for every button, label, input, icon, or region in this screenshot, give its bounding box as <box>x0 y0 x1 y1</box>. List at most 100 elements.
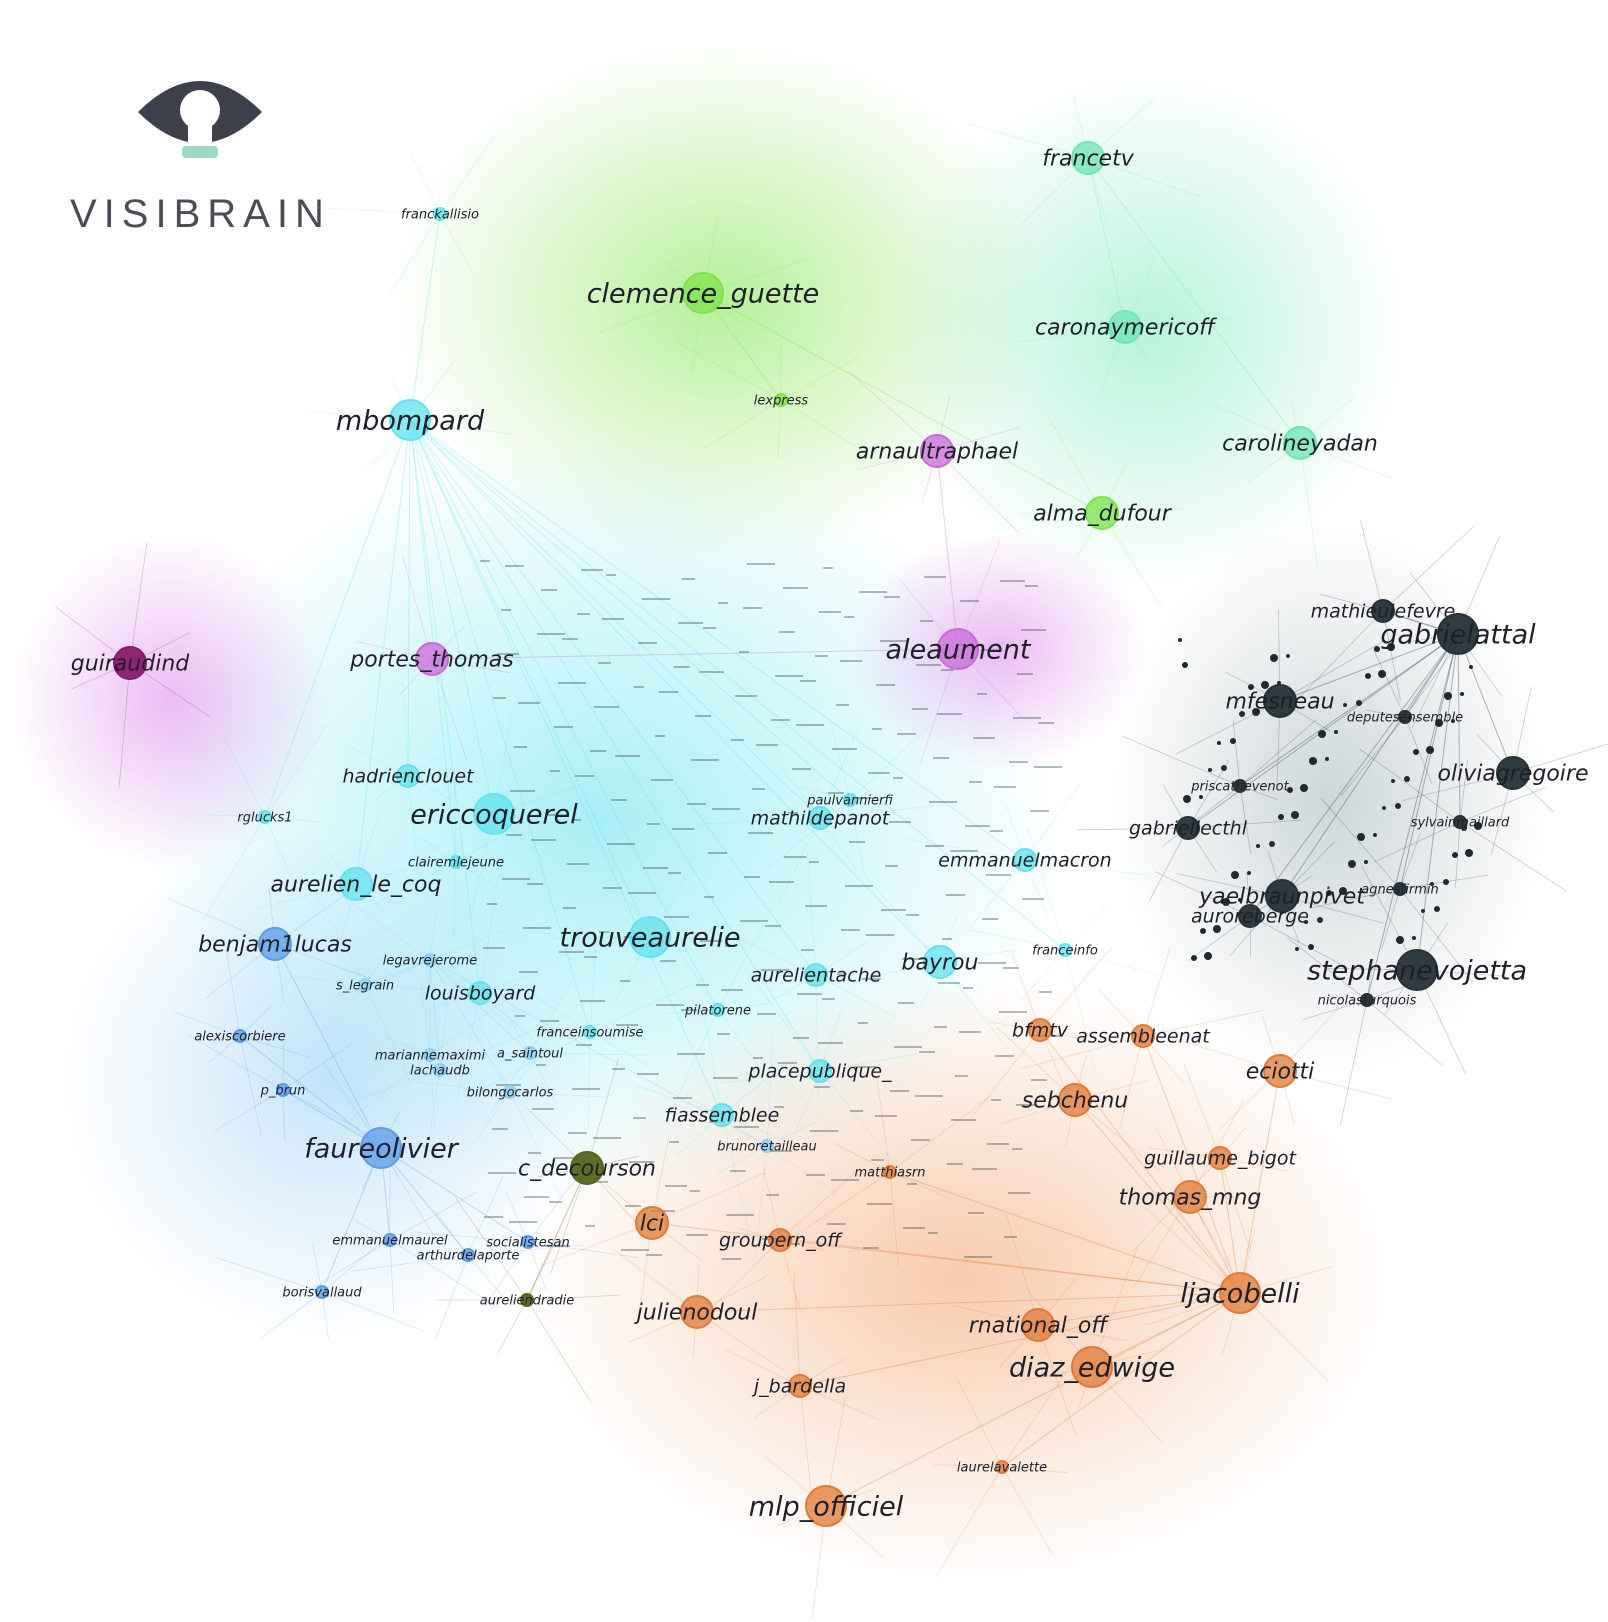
minor-node <box>1434 906 1440 912</box>
node-circle <box>1131 1024 1155 1048</box>
minor-node <box>549 1201 562 1203</box>
minor-node <box>546 814 568 816</box>
node-circle <box>1238 904 1262 928</box>
node-ljacobelli: ljacobelli <box>1180 1272 1300 1314</box>
node-circle <box>1028 1018 1052 1042</box>
minor-node <box>545 1245 570 1247</box>
minor-node <box>1230 738 1236 744</box>
node-label: mlp_officiel <box>749 1491 904 1522</box>
edge <box>1187 819 1302 829</box>
node-label: bayrou <box>902 951 979 976</box>
minor-node <box>628 892 656 894</box>
minor-node <box>1357 833 1365 841</box>
edge <box>439 1029 535 1071</box>
node-circle <box>276 1083 290 1097</box>
minor-node <box>937 713 962 715</box>
minor-node <box>656 1004 684 1006</box>
minor-node <box>1374 646 1380 652</box>
edge <box>819 728 859 819</box>
node-circle <box>937 628 979 670</box>
minor-node <box>822 998 835 1000</box>
edge <box>224 938 241 1037</box>
edge <box>1171 1037 1281 1072</box>
minor-node <box>872 728 882 730</box>
minor-node <box>906 914 919 916</box>
edge <box>1187 760 1230 829</box>
minor-node <box>884 596 900 598</box>
node-circle <box>1085 496 1119 530</box>
node-circle <box>1058 1083 1092 1117</box>
node-rnational_off: rnational_off <box>969 1308 1109 1342</box>
minor-node <box>492 1128 508 1130</box>
edge <box>849 371 938 452</box>
minor-node <box>876 684 895 686</box>
minor-node <box>502 878 530 880</box>
minor-node <box>1404 776 1410 782</box>
minor-node <box>1295 947 1299 951</box>
node-label: bfmtv <box>1012 1020 1069 1042</box>
edge <box>1037 1292 1241 1326</box>
minor-node <box>483 947 505 949</box>
minor-node <box>620 980 630 982</box>
minor-node <box>593 1137 621 1139</box>
minor-node <box>805 905 827 907</box>
node-carolineyadan: carolineyadan <box>1222 426 1378 460</box>
node-sylvainmaillard: sylvainmaillard <box>1411 815 1510 831</box>
node-circle <box>804 963 828 987</box>
node-circle <box>1360 993 1374 1007</box>
node-circle <box>788 1374 812 1398</box>
edge <box>341 743 409 777</box>
node-circle <box>1108 310 1142 344</box>
node-brunoretailleau: brunoretailleau <box>717 1139 817 1155</box>
minor-node <box>893 777 903 779</box>
graph-nodes: franckallisioclemence_guettefrancetvcaro… <box>71 141 1588 1527</box>
node-circle <box>1208 1146 1232 1170</box>
node-circle <box>808 806 832 830</box>
node-label: francetv <box>1042 147 1134 172</box>
minor-node <box>1248 684 1254 690</box>
edge <box>1399 633 1459 890</box>
node-label: placepublique_ <box>747 1061 892 1083</box>
edge <box>429 992 516 1056</box>
edge <box>313 889 366 986</box>
edge <box>409 419 495 815</box>
minor-node <box>968 1212 984 1214</box>
minor-node <box>1443 879 1449 885</box>
minor-node <box>941 669 954 671</box>
edge <box>806 851 817 976</box>
node-nicolasturquois: nicolasturquois <box>1318 993 1417 1009</box>
edge <box>723 1070 821 1084</box>
minor-node <box>487 903 497 905</box>
minor-node <box>757 1013 776 1015</box>
edge <box>529 1052 649 1056</box>
node-eciotti: eciotti <box>1246 1054 1314 1088</box>
minor-node <box>1339 887 1347 895</box>
node-alma_dufour: alma_dufour <box>1033 496 1173 530</box>
brand-name: VISIBRAIN <box>70 192 331 236</box>
minor-node <box>563 907 576 909</box>
edge <box>407 419 411 777</box>
node-label: aleaument <box>886 634 1032 665</box>
edge <box>779 1171 857 1241</box>
edge <box>282 1089 286 1142</box>
edge <box>715 1145 768 1175</box>
node-label: lci <box>640 1212 664 1237</box>
edge <box>313 206 441 215</box>
minor-node <box>919 1051 935 1053</box>
node-circle <box>710 1103 734 1127</box>
minor-node <box>681 1009 697 1011</box>
edge <box>1005 1213 1039 1326</box>
edge <box>1320 797 1401 890</box>
minor-node <box>612 1068 625 1070</box>
minor-node <box>1474 822 1482 830</box>
node-label: alma_dufour <box>1033 502 1173 527</box>
node-circle <box>433 1063 447 1077</box>
minor-node <box>615 755 640 757</box>
edge <box>282 1041 285 1091</box>
edge <box>702 399 782 450</box>
edge <box>651 1222 1241 1294</box>
edge <box>409 419 821 1072</box>
minor-node <box>700 940 722 942</box>
edge <box>207 814 266 818</box>
